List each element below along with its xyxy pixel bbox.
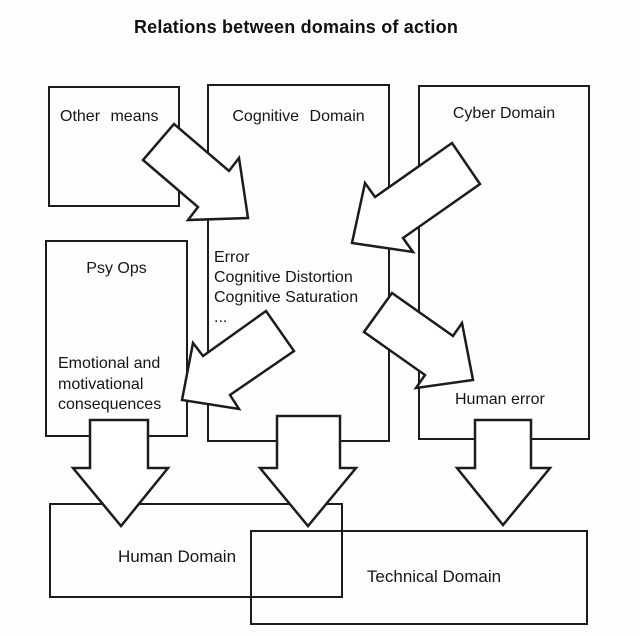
cognitive-effects-list: Error Cognitive Distortion Cognitive Sat…	[214, 248, 358, 328]
label-psy-ops: Psy Ops	[86, 260, 147, 277]
label-cyber-domain: Cyber Domain	[452, 105, 556, 122]
label-psy-consequences: Emotional and motivational consequences	[58, 355, 162, 413]
label-technical-domain: Technical Domain	[366, 567, 502, 586]
effect-cognitive-saturation: Cognitive Saturation	[214, 289, 359, 306]
effect-error: Error	[214, 249, 250, 266]
label-human-domain: Human Domain	[117, 547, 237, 566]
box-human-domain: Human Domain	[49, 503, 343, 598]
box-psy-ops: Psy Ops Emotional and motivational conse…	[45, 240, 188, 437]
effect-ellipsis: ...	[214, 309, 228, 326]
label-other-means: Other means	[60, 108, 159, 125]
label-human-error: Human error	[455, 391, 545, 408]
box-other-means: Other means	[48, 86, 180, 207]
effect-cognitive-distortion: Cognitive Distortion	[214, 269, 353, 286]
label-cognitive-domain: Cognitive Domain	[232, 108, 365, 125]
box-technical-domain: Technical Domain	[250, 530, 588, 625]
box-cyber-domain: Cyber Domain	[418, 85, 590, 440]
diagram-title: Relations between domains of action	[133, 17, 459, 37]
